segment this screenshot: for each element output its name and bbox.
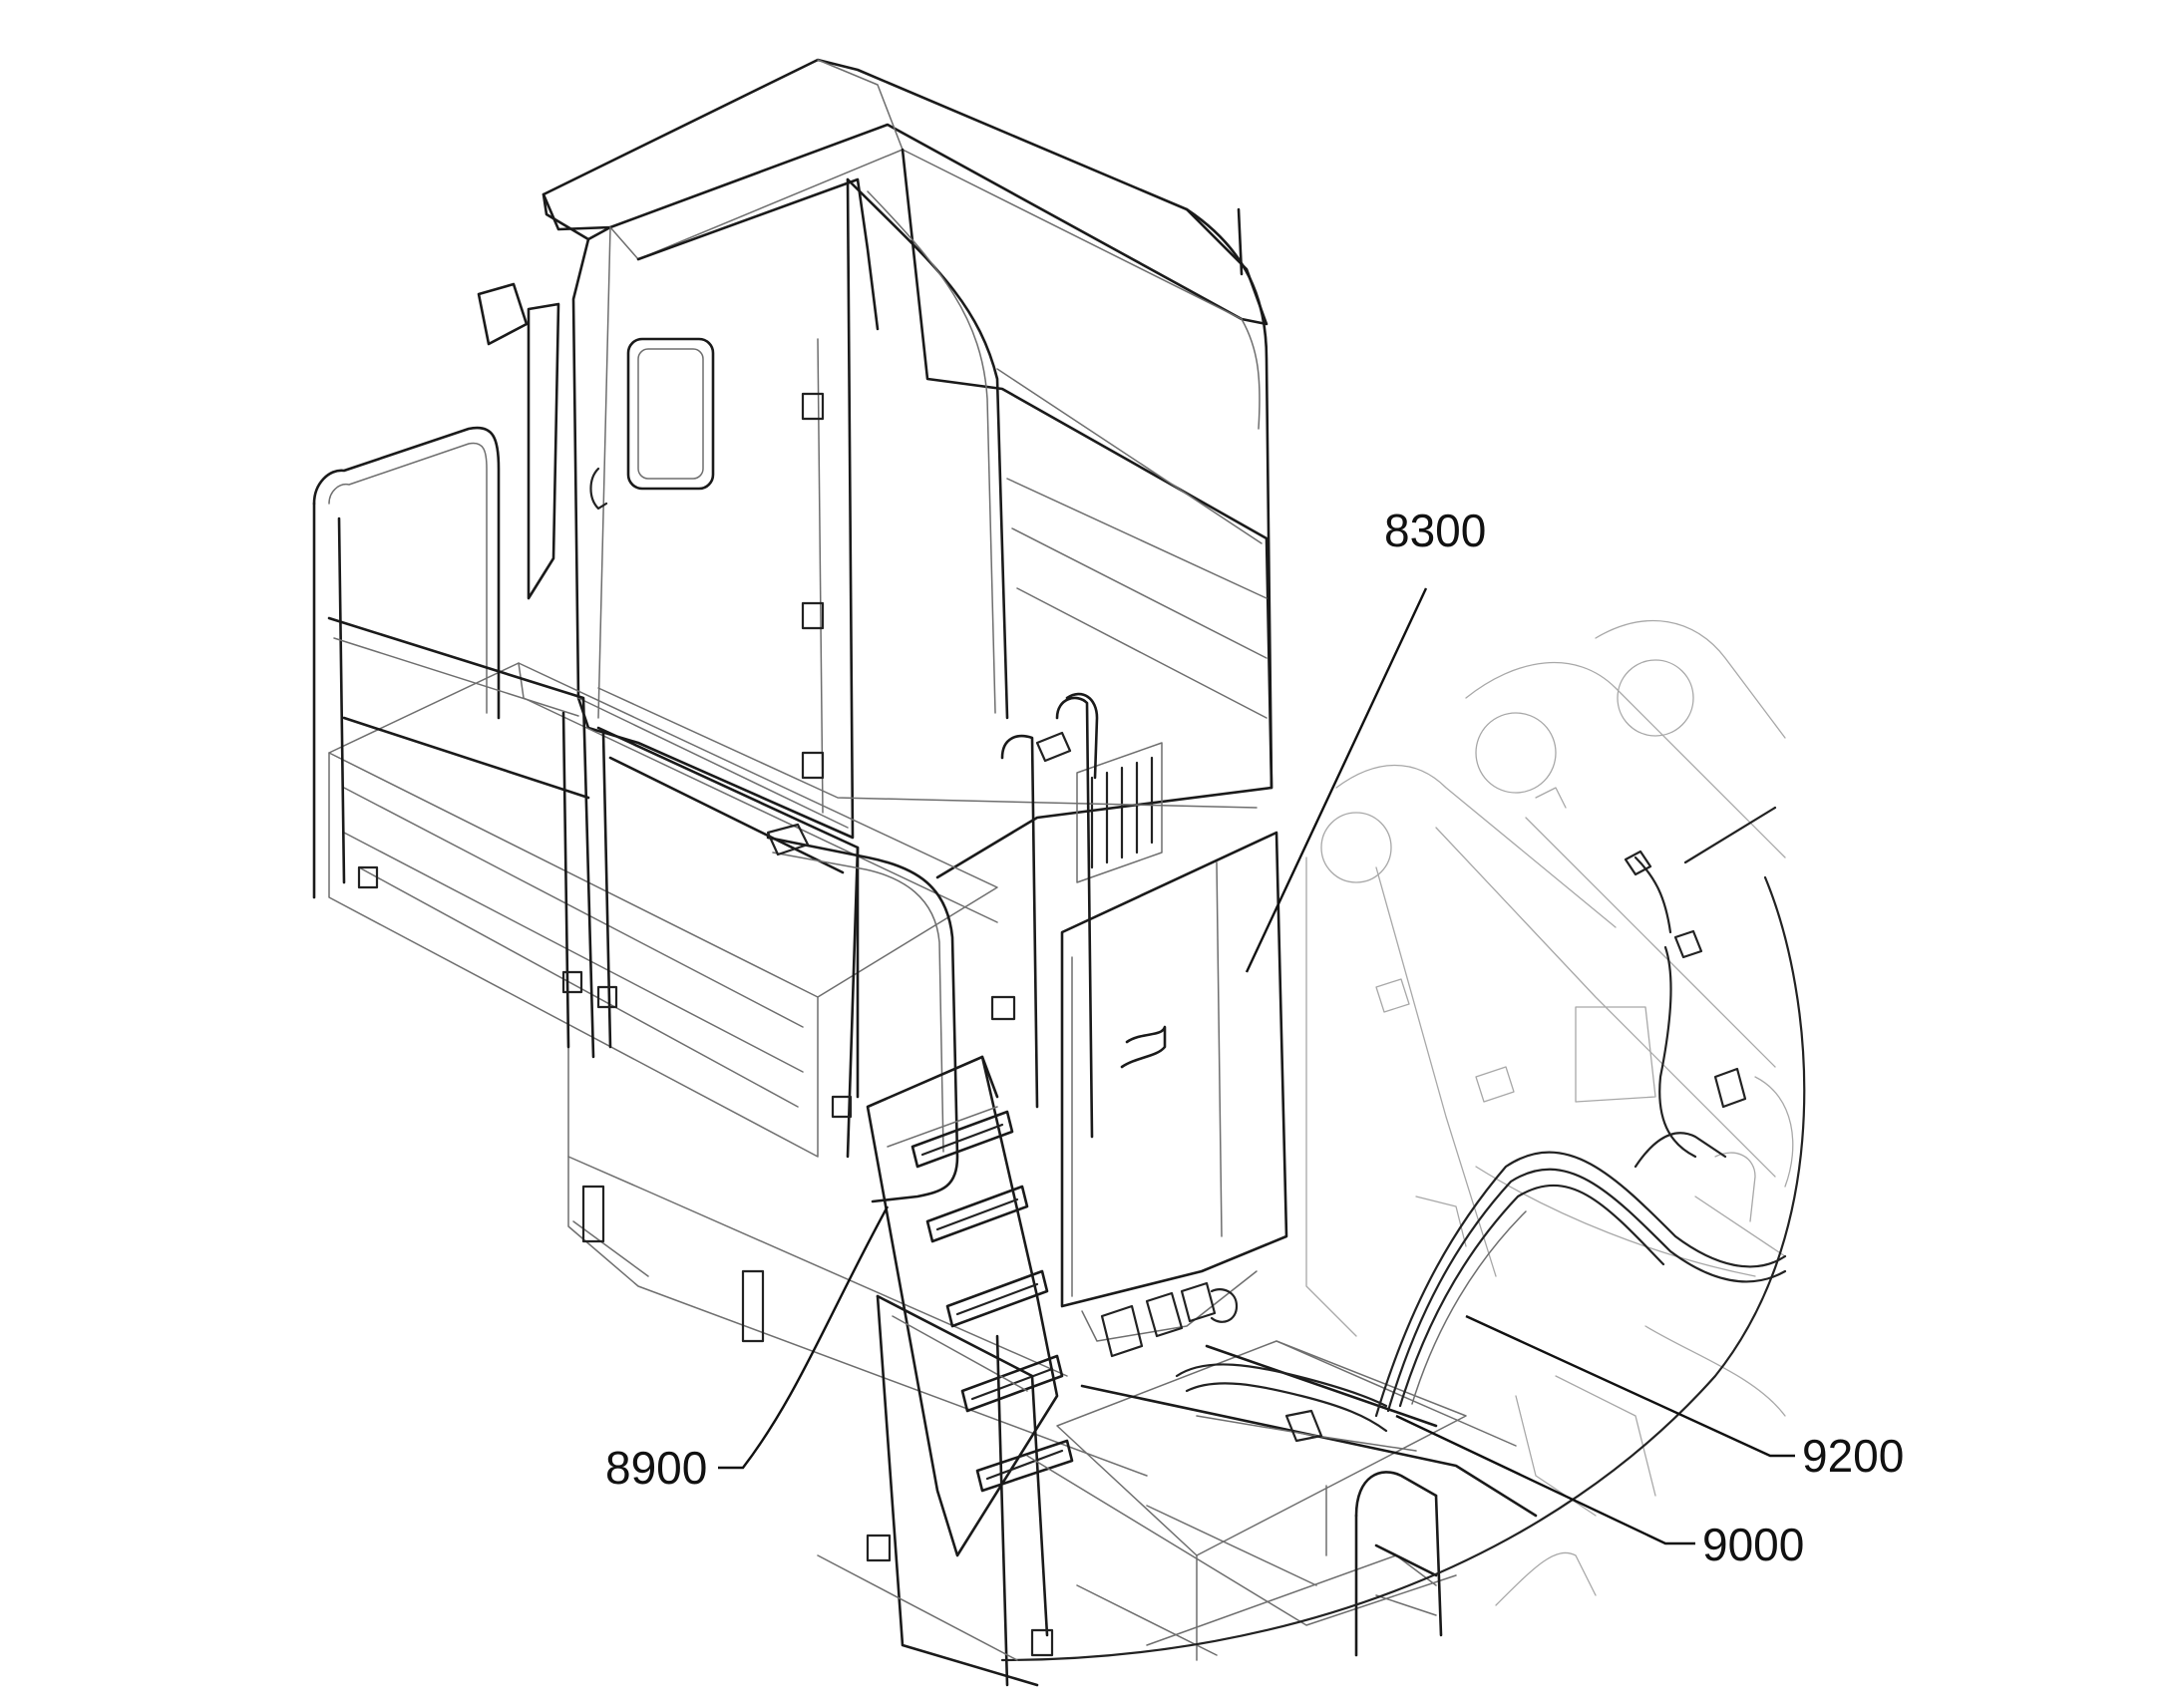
callout-8300: 8300 (1384, 505, 1486, 556)
callout-9000: 9000 (1702, 1519, 1804, 1570)
leader-8900 (718, 1205, 890, 1470)
leader-8300 (1245, 587, 1428, 973)
side-ladder (990, 692, 1099, 1139)
callout-leaders (718, 587, 1795, 1545)
detail-view-boundary (1000, 875, 1806, 1662)
hose-harness (1374, 806, 1787, 1418)
walkway-platform (328, 662, 1148, 1477)
vent-grille (1076, 742, 1163, 883)
callout-8900: 8900 (605, 1442, 707, 1494)
electrical-cabinet (1060, 831, 1288, 1358)
boom-foot-structure (1305, 619, 1794, 1606)
grab-rail (766, 823, 959, 1203)
leader-9200 (1465, 1314, 1795, 1458)
callout-9200: 9200 (1802, 1430, 1904, 1482)
upper-deck (1026, 1340, 1538, 1661)
leader-9000 (1395, 1414, 1695, 1545)
handrail-left (312, 426, 860, 1159)
operator-cab (477, 58, 1273, 883)
access-stairs (866, 1055, 1074, 1687)
